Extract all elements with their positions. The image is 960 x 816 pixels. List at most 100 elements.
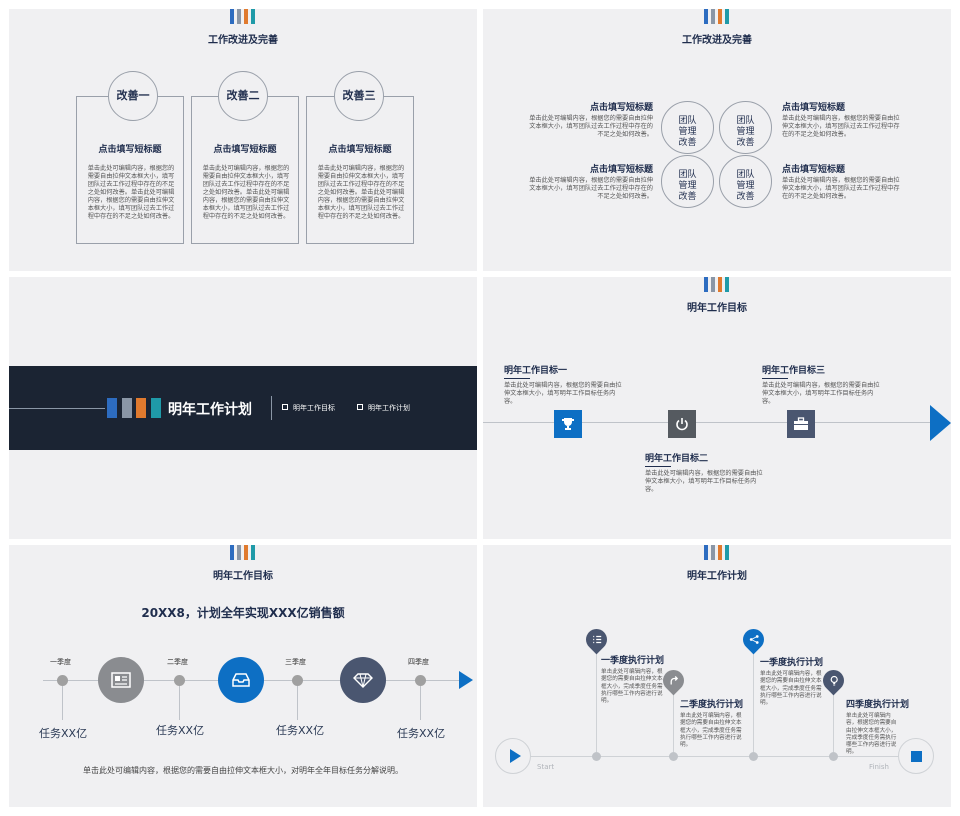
card-heading: 点击填写短标题 xyxy=(328,145,392,155)
list-icon xyxy=(581,624,612,655)
finish-label: Finish xyxy=(869,763,889,771)
timeline-dot xyxy=(749,752,758,761)
start-button[interactable] xyxy=(495,738,531,774)
goal-2: 明年工作目标二 单击此处可编辑内容，根据您的需要自由拉伸文本框大小，填写明年工作… xyxy=(645,451,765,494)
goal-1: 明年工作目标一 单击此处可编辑内容，根据您的需要自由拉伸文本框大小，填写明年工作… xyxy=(504,363,624,406)
card-badge: 改善一 xyxy=(108,71,158,121)
quarter-task: 任务XX亿 xyxy=(276,724,325,737)
goal-underline xyxy=(504,378,530,379)
quarter-dot xyxy=(57,675,68,686)
band-divider xyxy=(271,396,272,420)
section-title: 明年工作计划 xyxy=(168,402,252,418)
goal-text: 单击此处可编辑内容，根据您的需要自由拉伸文本框大小，填写明年工作目标任务内容。 xyxy=(645,470,763,494)
pin-stem xyxy=(596,651,597,752)
step-text: 单击此处可编辑内容，根据您的需要自由拉伸文本框大小，完成季度任务需执行哪些工作内… xyxy=(846,713,897,756)
quarter-label: 一季度 xyxy=(50,658,71,666)
diamond-icon xyxy=(340,657,386,703)
step-text: 单击此处可编辑内容，根据您的需要自由拉伸文本框大小，完成季度任务需执行哪些工作内… xyxy=(760,671,822,707)
pin-stem xyxy=(833,693,834,752)
circle-label: 团队管理改善 xyxy=(678,170,697,202)
quarter-label: 三季度 xyxy=(285,658,306,666)
step-heading: 二季度执行计划 xyxy=(680,700,744,710)
item-text: 单击此处可编辑内容，根据您的需要自由拉伸文本框大小，填写团队过去工作过程中存在的… xyxy=(782,177,900,201)
quarter-stem xyxy=(62,686,63,720)
inbox-icon xyxy=(218,657,264,703)
bullet-square-icon xyxy=(357,404,363,410)
logo-bars-icon xyxy=(704,277,730,292)
goal-heading: 明年工作目标三 xyxy=(762,366,826,376)
power-icon xyxy=(668,410,696,438)
step-heading: 一季度执行计划 xyxy=(760,658,824,668)
quarter-dot xyxy=(292,675,303,686)
slide-title: 工作改进及完善 xyxy=(682,35,752,46)
goal-underline xyxy=(645,466,671,467)
slide-title: 明年工作计划 xyxy=(687,571,747,582)
logo-bar-icon xyxy=(136,398,146,418)
share-icon xyxy=(738,624,769,655)
item-heading: 点击填写短标题 xyxy=(782,103,846,113)
item-heading: 点击填写短标题 xyxy=(782,165,846,175)
step-text: 单击此处可编辑内容，根据您的需要自由拉伸文本框大小，完成季度任务需执行哪些工作内… xyxy=(680,713,742,749)
slide-execution-plan[interactable]: 明年工作计划 Start Finish 一季度执行计划 单击此处可编辑内容，根据… xyxy=(483,545,951,807)
card-text: 单击此处可编辑内容，根据您的需要自由拉伸文本框大小，填写团队过去工作过程中存在的… xyxy=(317,165,405,221)
logo-bars-icon xyxy=(704,545,730,560)
pin-stem xyxy=(753,651,754,752)
share-arrow-icon xyxy=(658,665,689,696)
lightbulb-icon xyxy=(818,665,849,696)
logo-bar-icon xyxy=(122,398,132,418)
slide-improvement-cards[interactable]: 工作改进及完善 点击填写短标题 单击此处可编辑内容，根据您的需要自由拉伸文本框大… xyxy=(9,9,477,271)
step-heading: 四季度执行计划 xyxy=(846,700,910,710)
item-text: 单击此处可编辑内容，根据您的需要自由拉伸文本框大小，填写团队过去工作过程中存在的… xyxy=(529,177,653,201)
card-2[interactable]: 点击填写短标题 单击此处可编辑内容，根据您的需要自由拉伸文本框大小，填写团队过去… xyxy=(191,96,299,244)
quarter-task: 任务XX亿 xyxy=(397,727,446,740)
slide-goals-timeline[interactable]: 明年工作目标 明年工作目标一 单击此处可编辑内容，根据您的需要自由拉伸文本框大小… xyxy=(483,277,951,539)
quarter-dot xyxy=(415,675,426,686)
card-3[interactable]: 点击填写短标题 单击此处可编辑内容，根据您的需要自由拉伸文本框大小，填写团队过去… xyxy=(306,96,414,244)
team-circle-2: 团队管理改善 xyxy=(719,101,772,154)
section-link-2[interactable]: 明年工作计划 xyxy=(368,404,410,412)
slide-annual-target[interactable]: 明年工作目标 20XX8，计划全年实现XXX亿销售额 一季度 任务XX亿 二季度… xyxy=(9,545,477,807)
item-text: 单击此处可编辑内容，根据您的需要自由拉伸文本框大小，填写团队过去工作过程中存在的… xyxy=(782,115,900,139)
newspaper-icon xyxy=(98,657,144,703)
briefcase-icon xyxy=(787,410,815,438)
item-text: 单击此处可编辑内容，根据您的需要自由拉伸文本框大小，填写团队过去工作过程中存在的… xyxy=(529,115,653,139)
step-4: 四季度执行计划 单击此处可编辑内容，根据您的需要自由拉伸文本框大小，完成季度任务… xyxy=(846,697,916,757)
headline: 20XX8，计划全年实现XXX亿销售额 xyxy=(141,606,345,620)
goal-text: 单击此处可编辑内容，根据您的需要自由拉伸文本框大小，填写明年工作目标任务内容。 xyxy=(762,382,880,406)
goal-3: 明年工作目标三 单击此处可编辑内容，根据您的需要自由拉伸文本框大小，填写明年工作… xyxy=(762,363,882,406)
circle-label: 团队管理改善 xyxy=(736,116,755,148)
step-text: 单击此处可编辑内容，根据您的需要自由拉伸文本框大小，完成季度任务需执行哪些工作内… xyxy=(601,669,663,705)
step-3: 一季度执行计划 单击此处可编辑内容，根据您的需要自由拉伸文本框大小，完成季度任务… xyxy=(760,655,830,707)
slide-team-management[interactable]: 工作改进及完善 点击填写短标题 单击此处可编辑内容，根据您的需要自由拉伸文本框大… xyxy=(483,9,951,271)
quarter-label: 四季度 xyxy=(408,658,429,666)
step-2: 二季度执行计划 单击此处可编辑内容，根据您的需要自由拉伸文本框大小，完成季度任务… xyxy=(680,697,750,749)
finish-button[interactable] xyxy=(898,738,934,774)
goal-heading: 明年工作目标二 xyxy=(645,454,709,464)
slide-title: 工作改进及完善 xyxy=(208,35,278,46)
timeline-arrow-icon xyxy=(930,405,951,441)
circle-label: 团队管理改善 xyxy=(678,116,697,148)
footer-note: 单击此处可编辑内容，根据您的需要自由拉伸文本框大小，对明年全年目标任务分解说明。 xyxy=(83,766,403,775)
card-badge: 改善三 xyxy=(334,71,384,121)
team-circle-4: 团队管理改善 xyxy=(719,155,772,208)
card-1[interactable]: 点击填写短标题 单击此处可编辑内容，根据您的需要自由拉伸文本框大小，填写团队过去… xyxy=(76,96,184,244)
slide-title: 明年工作目标 xyxy=(213,571,273,582)
pin-stem xyxy=(673,683,674,752)
slide-section-divider[interactable]: 明年工作计划 明年工作目标 明年工作计划 xyxy=(9,277,477,539)
band-line xyxy=(9,408,105,409)
quarter-stem xyxy=(420,686,421,720)
slide-title: 明年工作目标 xyxy=(687,303,747,314)
team-item-3: 点击填写短标题 单击此处可编辑内容，根据您的需要自由拉伸文本框大小，填写团队过去… xyxy=(782,100,904,139)
step-1: 一季度执行计划 单击此处可编辑内容，根据您的需要自由拉伸文本框大小，完成季度任务… xyxy=(601,653,671,705)
card-badge: 改善二 xyxy=(218,71,268,121)
team-circle-3: 团队管理改善 xyxy=(661,155,714,208)
team-circle-1: 团队管理改善 xyxy=(661,101,714,154)
card-heading: 点击填写短标题 xyxy=(98,145,162,155)
logo-bars-icon xyxy=(230,9,256,24)
quarter-dot xyxy=(174,675,185,686)
card-heading: 点击填写短标题 xyxy=(213,145,277,155)
timeline-arrow-icon xyxy=(459,671,473,689)
section-link-1[interactable]: 明年工作目标 xyxy=(293,404,335,412)
quarter-stem xyxy=(179,686,180,720)
timeline-line xyxy=(517,756,903,757)
